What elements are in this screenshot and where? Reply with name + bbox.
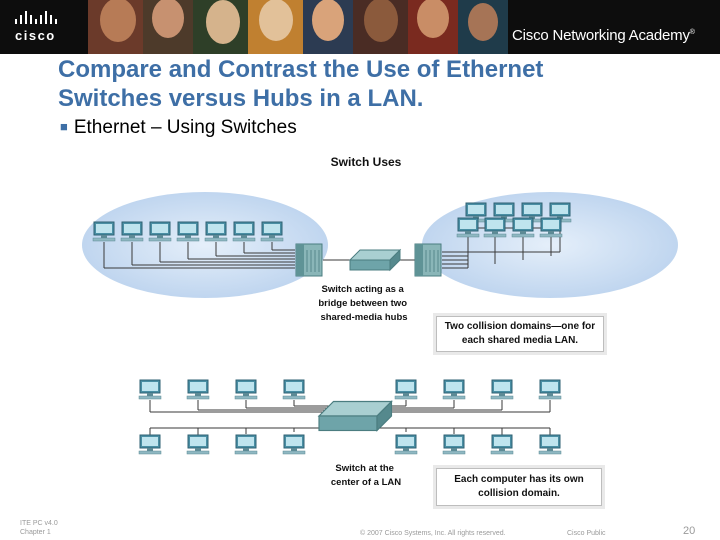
figure-heading: Switch Uses — [331, 155, 402, 169]
center-switch-label: Switch at the center of a LAN — [331, 463, 401, 488]
computer-icon — [456, 217, 480, 238]
people-photo-strip — [88, 0, 508, 54]
slide-title: Compare and Contrast the Use of Ethernet… — [58, 55, 698, 113]
computer-icon — [120, 221, 144, 242]
computer-icon — [490, 379, 514, 400]
computer-icon — [483, 217, 507, 238]
hub-icon — [295, 243, 323, 277]
page-number: 20 — [683, 525, 696, 537]
networking-academy-brand: Cisco Networking Academy® — [512, 27, 695, 44]
switch-uses-figure: Switch Uses — [80, 150, 680, 510]
computer-icon — [232, 221, 256, 242]
collision-domains-callout: Two collision domains—one for each share… — [436, 316, 604, 352]
computer-icon — [490, 434, 514, 455]
computer-icon — [234, 379, 258, 400]
computer-icon — [260, 221, 284, 242]
computer-icon — [186, 379, 210, 400]
cisco-logo-text: cisco — [15, 28, 56, 43]
cisco-logo-icon: cisco — [15, 11, 57, 43]
slide-title-line-2: Switches versus Hubs in a LAN. — [58, 85, 424, 112]
computer-icon — [442, 379, 466, 400]
slide-title-line-1: Compare and Contrast the Use of Ethernet — [58, 56, 544, 83]
header-banner: cisco Cisco Networking Academy® — [0, 0, 720, 54]
computer-icon — [538, 434, 562, 455]
bridge-label: Switch acting as a bridge between two sh… — [318, 284, 409, 323]
chapter-label: Chapter 1 — [20, 529, 51, 536]
computer-icon — [148, 221, 172, 242]
computer-icon — [186, 434, 210, 455]
center-switch-cabling — [149, 400, 551, 438]
registered-mark: ® — [689, 29, 695, 36]
bullet-text: Ethernet – Using Switches — [73, 117, 297, 138]
bridge-switch-icon — [349, 249, 401, 271]
center-switch-icon — [317, 400, 393, 432]
hub-icon — [414, 243, 442, 277]
computer-icon — [442, 434, 466, 455]
computer-icon — [138, 379, 162, 400]
computer-icon — [539, 217, 563, 238]
computer-icon — [538, 379, 562, 400]
computer-icon — [92, 221, 116, 242]
computer-icon — [394, 434, 418, 455]
lan-cloud-left — [82, 192, 328, 298]
copyright-notice: © 2007 Cisco Systems, Inc. All rights re… — [360, 530, 506, 537]
computer-icon — [176, 221, 200, 242]
computer-icon — [204, 221, 228, 242]
computer-icon — [282, 434, 306, 455]
left-hub-cabling — [103, 242, 420, 269]
classification-label: Cisco Public — [567, 530, 606, 537]
computer-icon — [511, 217, 535, 238]
own-collision-domain-callout: Each computer has its own collision doma… — [436, 468, 602, 506]
computer-icon — [282, 379, 306, 400]
computer-icon — [394, 379, 418, 400]
course-info: ITE PC v4.0 Chapter 1 — [20, 519, 58, 537]
bullet-item: ■ Ethernet – Using Switches — [60, 117, 297, 139]
computer-icon — [138, 434, 162, 455]
computer-icon — [234, 434, 258, 455]
bullet-square-icon: ■ — [60, 119, 68, 134]
course-code: ITE PC v4.0 — [20, 520, 58, 527]
network-diagram: Switch Uses — [82, 155, 678, 488]
